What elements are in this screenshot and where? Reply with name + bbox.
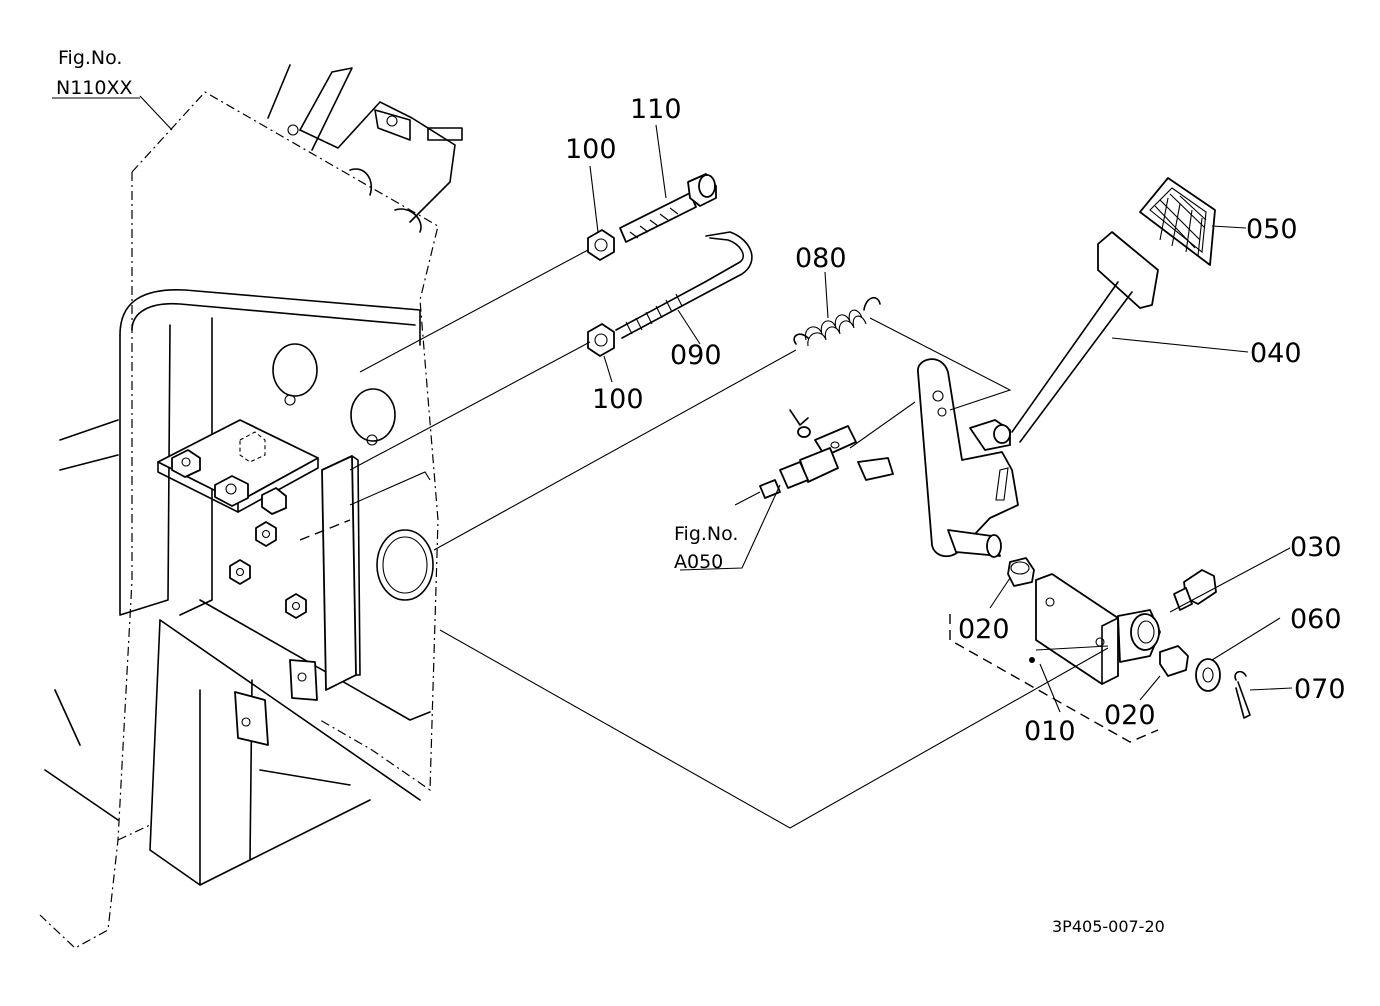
- part-label-080[interactable]: 080: [795, 243, 847, 274]
- figure-ref-cable[interactable]: Fig.No. A050: [674, 523, 738, 573]
- part-label-070[interactable]: 070: [1294, 674, 1346, 705]
- part-label-050[interactable]: 050: [1246, 214, 1298, 245]
- tractor-frame: [39, 64, 463, 949]
- part-label-020-upper[interactable]: 020: [958, 614, 1010, 645]
- figure-ref-main-line2: N110XX: [56, 77, 133, 99]
- part-label-020-lower[interactable]: 020: [1104, 700, 1156, 731]
- hardware-group: [299, 173, 881, 551]
- drawing-code: 3P405-007-20: [1052, 917, 1165, 936]
- part-label-090[interactable]: 090: [670, 340, 722, 371]
- part-label-110[interactable]: 110: [630, 94, 682, 125]
- part-label-100-upper[interactable]: 100: [565, 134, 617, 165]
- figure-ref-main[interactable]: Fig.No. N110XX: [52, 47, 140, 99]
- figure-ref-cable-line2: A050: [674, 551, 723, 573]
- part-label-040[interactable]: 040: [1250, 338, 1302, 369]
- part-label-010[interactable]: 010: [1024, 716, 1076, 747]
- figure-ref-cable-line1: Fig.No.: [674, 523, 738, 545]
- part-label-100-lower[interactable]: 100: [592, 384, 644, 415]
- part-label-060[interactable]: 060: [1290, 604, 1342, 635]
- pedal-assembly: [439, 177, 1293, 829]
- figure-ref-main-line1: Fig.No.: [58, 47, 122, 69]
- part-label-030[interactable]: 030: [1290, 532, 1342, 563]
- part-callouts: 110 100 080 090 100 050 040 030 060 070 …: [565, 94, 1346, 747]
- cable-end: [679, 401, 916, 571]
